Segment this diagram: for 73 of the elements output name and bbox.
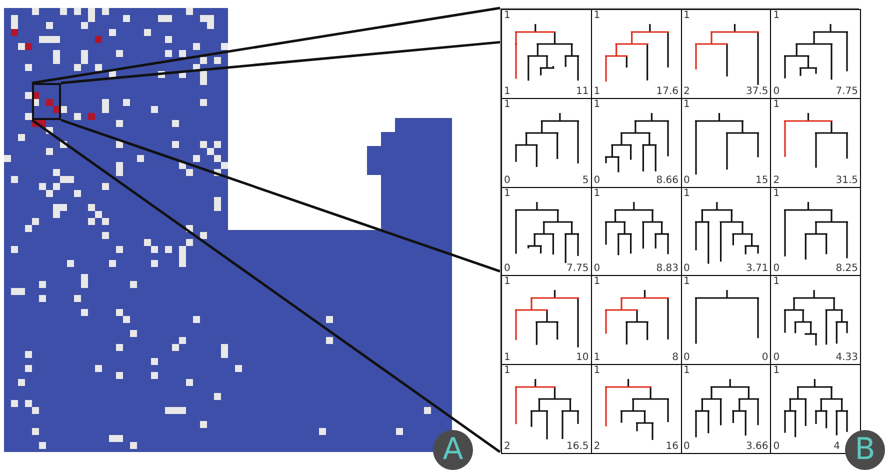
panel-count: 1 — [594, 11, 600, 21]
panel-score: 37.5 — [746, 86, 768, 97]
panel-score: 7.75 — [836, 86, 858, 97]
panel-count: 1 — [773, 366, 780, 376]
panel-score: 3.71 — [746, 264, 768, 274]
panel-score: 17.6 — [656, 86, 678, 97]
panel-score: 8.66 — [656, 176, 678, 186]
panel-value: 2 — [504, 442, 510, 452]
panel-value: 0 — [684, 176, 690, 186]
panel-value: 1 — [594, 353, 600, 364]
zoom-line — [31, 118, 501, 454]
zoom-line — [60, 40, 500, 84]
panel-count: 1 — [594, 366, 600, 376]
tree-panel — [590, 364, 682, 454]
panel-score: 31.5 — [836, 176, 858, 186]
panel-count: 1 — [504, 366, 510, 376]
panel-value: 2 — [684, 86, 690, 97]
panel-score: 8.25 — [836, 264, 858, 274]
panel-score: 11 — [576, 86, 589, 97]
panel-value: 2 — [594, 442, 600, 452]
tree-panel — [501, 9, 592, 99]
panel-count: 1 — [684, 366, 690, 376]
panel-grid — [500, 8, 859, 452]
panel-value: 1 — [594, 86, 600, 97]
panel-value: 1 — [504, 86, 510, 97]
panel-marker: A — [433, 430, 473, 470]
panel-count: 1 — [504, 11, 510, 21]
panel-score: 0 — [762, 353, 768, 364]
panel-score: 16 — [666, 442, 678, 452]
zoom-box — [32, 83, 61, 120]
panel-score: 8.83 — [656, 264, 678, 274]
panel-count: 1 — [504, 188, 510, 199]
panel-count: 1 — [773, 277, 780, 288]
panel-value: 0 — [773, 86, 780, 97]
panel-value: 0 — [504, 176, 510, 186]
panel-count: 1 — [684, 100, 690, 110]
panel-value: 1 — [504, 353, 510, 364]
zoom-line — [60, 118, 500, 272]
panel-count: 1 — [594, 188, 600, 199]
tree-panel — [680, 364, 772, 454]
panel-count: 1 — [773, 100, 780, 110]
panel-count: 1 — [684, 188, 690, 199]
panel-score: 4.33 — [836, 353, 858, 364]
panel-value: 0 — [773, 264, 780, 274]
panel-value: 0 — [504, 264, 510, 274]
panel-score: 7.75 — [566, 264, 589, 274]
panel-score: 15 — [756, 176, 768, 186]
panel-count: 1 — [773, 11, 780, 21]
panel-score: 3.66 — [746, 442, 768, 452]
panel-value: 0 — [684, 264, 690, 274]
panel-value: 2 — [773, 176, 780, 186]
panel-score: 4 — [834, 442, 840, 452]
tree-panel — [501, 364, 592, 454]
zoom-line — [32, 6, 500, 84]
panel-score: 5 — [582, 176, 589, 186]
panel-count: 1 — [594, 277, 600, 288]
panel-value: 0 — [684, 442, 690, 452]
panel-count: 1 — [504, 277, 510, 288]
panel-count: 1 — [684, 11, 690, 21]
panel-value: 0 — [594, 264, 600, 274]
panel-count: 1 — [594, 100, 600, 110]
panel-score: 16.5 — [566, 442, 589, 452]
panel-count: 1 — [684, 277, 690, 288]
panel-value: 0 — [773, 353, 780, 364]
panel-value: 0 — [594, 176, 600, 186]
panel-marker: B — [845, 430, 885, 470]
panel-value: 0 — [773, 442, 780, 452]
panel-score: 10 — [576, 353, 589, 364]
panel-value: 0 — [684, 353, 690, 364]
tree-panel — [770, 9, 861, 99]
panel-count: 1 — [773, 188, 780, 199]
panel-score: 8 — [672, 353, 678, 364]
panel-count: 1 — [504, 100, 510, 110]
